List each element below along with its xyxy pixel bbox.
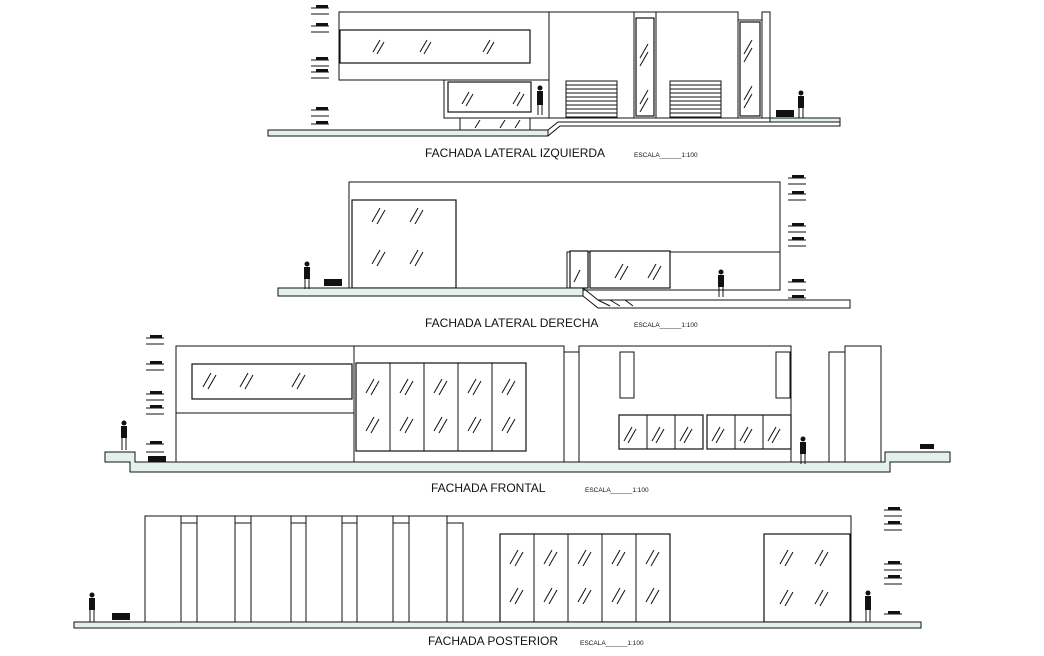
window-large [763, 533, 851, 623]
elevation-frontal: FACHADA FRONTAL ESCALA______1:100 [104, 335, 951, 495]
garage-door [669, 80, 722, 118]
human-figure [798, 90, 804, 118]
elevation-lateral-derecha: FACHADA LATERAL DERECHA ESCALA______1:10… [277, 175, 851, 330]
window-vertical [569, 250, 589, 289]
window-vertical [635, 17, 655, 117]
scale-label: ESCALA______1:100 [634, 152, 698, 159]
window-vertical [739, 21, 761, 117]
human-figure [800, 436, 806, 464]
elevation-title: FACHADA LATERAL IZQUIERDA [425, 146, 605, 160]
window-band [589, 250, 671, 289]
human-figure [865, 590, 871, 622]
level-markers [311, 5, 329, 125]
scale-label: ESCALA______1:100 [585, 487, 649, 494]
human-figure [121, 420, 127, 450]
window-row [706, 414, 792, 450]
scale-label: ESCALA______1:100 [580, 640, 644, 647]
elevation-title: FACHADA FRONTAL [431, 481, 546, 495]
window-row [618, 414, 704, 450]
window-band [191, 363, 353, 400]
human-figure [89, 592, 95, 622]
level-markers [146, 335, 164, 453]
curtain-wall [355, 362, 527, 452]
curtain-wall [499, 533, 671, 623]
elevation-posterior: FACHADA POSTERIOR ESCALA______1:100 [73, 507, 922, 648]
window-low [447, 81, 532, 113]
human-figure [304, 261, 310, 289]
elevation-title: FACHADA LATERAL DERECHA [425, 316, 598, 330]
garage-door [565, 80, 618, 118]
level-markers [788, 175, 806, 299]
elevation-title: FACHADA POSTERIOR [428, 634, 558, 648]
human-figure [537, 85, 543, 115]
window-large [351, 199, 457, 289]
window-band [339, 29, 531, 64]
scale-label: ESCALA______1:100 [634, 322, 698, 329]
human-figure [718, 269, 724, 297]
level-markers [884, 507, 902, 623]
elevation-lateral-izquierda: FACHADA LATERAL IZQUIERDA ESCALA______1:… [267, 5, 841, 160]
